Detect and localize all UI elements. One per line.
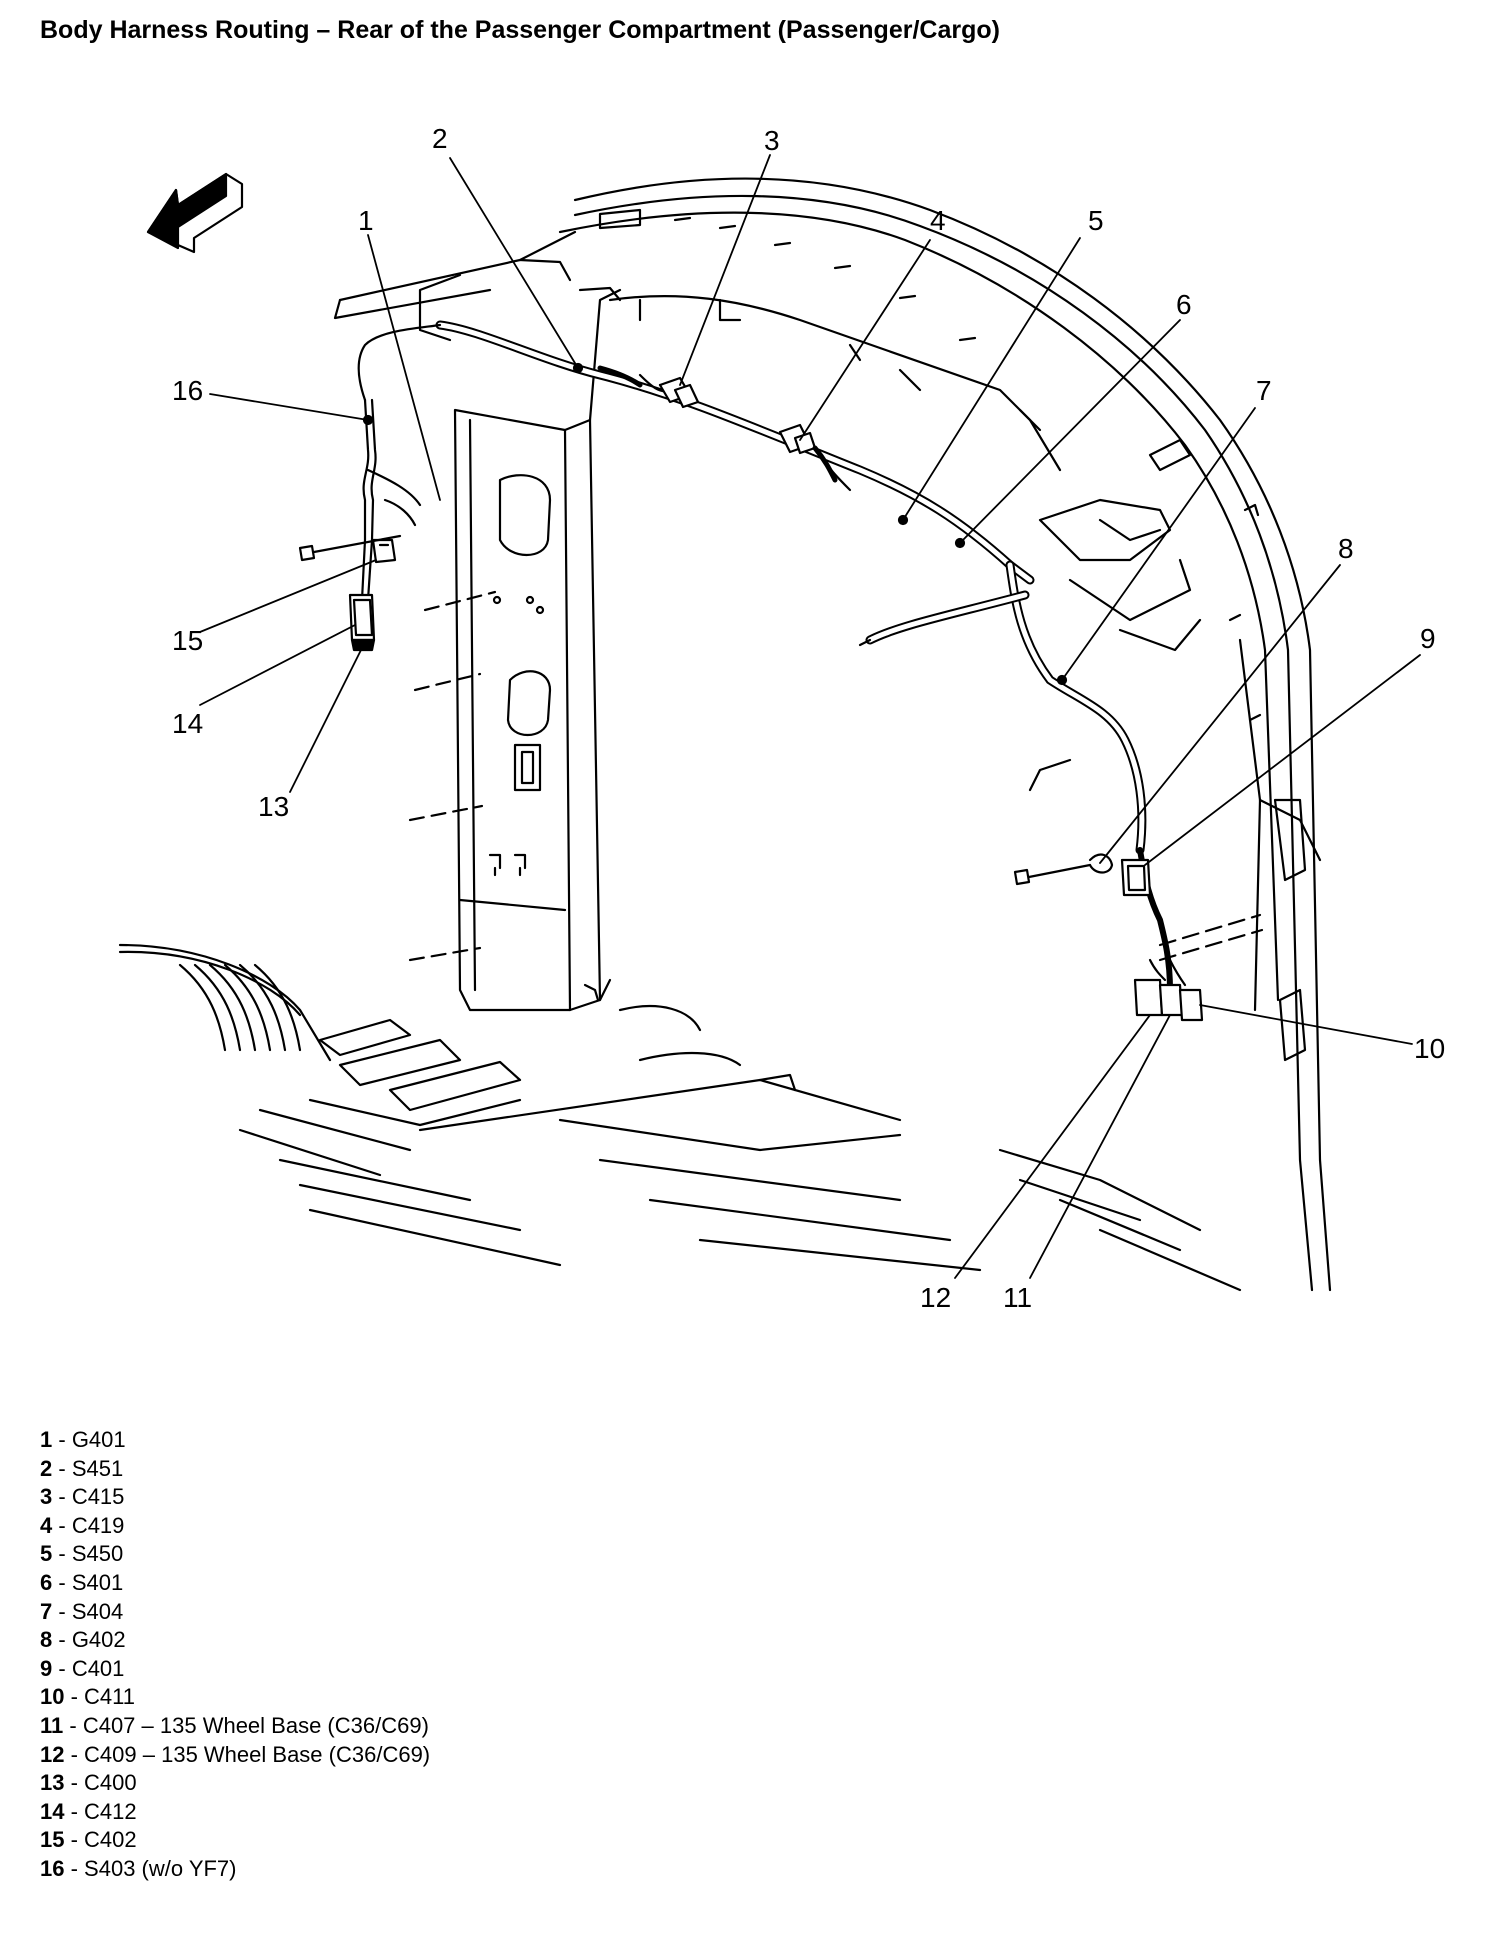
component-legend: 1 - G401 2 - S451 3 - C415 4 - C419 5 - … <box>40 1426 430 1884</box>
ground-g401-fastener <box>298 534 402 562</box>
connector-c401 <box>1120 858 1152 897</box>
callout-4: 4 <box>930 205 946 236</box>
harness-diagram: 1 2 3 4 5 6 7 8 9 10 11 12 13 14 15 16 <box>118 123 1445 1313</box>
callout-10: 10 <box>1414 1033 1445 1064</box>
right-pillar-panel <box>1028 638 1322 1062</box>
callout-16: 16 <box>172 375 203 406</box>
legend-item: 4 - C419 <box>40 1512 125 1538</box>
harness-diagram-svg: 1 2 3 4 5 6 7 8 9 10 11 12 13 14 15 16 <box>118 123 1445 1313</box>
legend-item: 14 - C412 <box>40 1798 137 1824</box>
callout-3: 3 <box>764 125 780 156</box>
callout-2: 2 <box>432 123 448 154</box>
legend-item: 9 - C401 <box>40 1655 125 1681</box>
legend-item: 6 - S401 <box>40 1569 124 1595</box>
leader-lines <box>199 154 1421 1279</box>
front-direction-arrow-icon <box>146 172 244 254</box>
cargo-floor <box>118 943 1242 1292</box>
callout-1: 1 <box>358 205 374 236</box>
legend-item: 7 - S404 <box>40 1598 124 1624</box>
roof-structure <box>558 177 1332 1292</box>
body-harness-roof-run <box>357 320 1173 993</box>
connector-c400-c412 <box>348 593 376 652</box>
connector-c411-c407-c409 <box>1133 958 1204 1022</box>
legend-item: 8 - G402 <box>40 1627 126 1653</box>
roof-header-panel <box>333 230 1202 652</box>
legend-item: 10 - C411 <box>40 1684 136 1710</box>
callout-13: 13 <box>258 791 289 822</box>
connector-c419 <box>778 423 838 483</box>
legend-item: 13 - C400 <box>40 1770 137 1796</box>
ground-g402-fastener <box>1013 853 1114 886</box>
legend-item: 1 - G401 <box>40 1427 126 1452</box>
legend-item: 5 - S450 <box>40 1541 124 1567</box>
callout-15: 15 <box>172 625 203 656</box>
connector-c402 <box>371 538 397 564</box>
connector-c415 <box>597 365 700 409</box>
page-title: Body Harness Routing – Rear of the Passe… <box>40 16 1000 44</box>
legend-item: 15 - C402 <box>40 1827 137 1853</box>
left-pillar-panel <box>408 288 622 1012</box>
callout-12: 12 <box>920 1282 951 1313</box>
legend-item: 11 - C407 – 135 Wheel Base (C36/C69) <box>40 1712 429 1738</box>
legend-item: 12 - C409 – 135 Wheel Base (C36/C69) <box>40 1741 431 1767</box>
callout-6: 6 <box>1176 289 1192 320</box>
legend-item: 16 - S403 (w/o YF7) <box>40 1855 237 1881</box>
callout-8: 8 <box>1338 533 1354 564</box>
body-harness-left-drop <box>360 398 422 602</box>
callout-14: 14 <box>172 708 203 739</box>
callout-9: 9 <box>1420 623 1436 654</box>
callout-5: 5 <box>1088 205 1104 236</box>
callout-11: 11 <box>1003 1282 1032 1313</box>
legend-item: 2 - S451 <box>40 1455 124 1481</box>
legend-item: 3 - C415 <box>40 1484 125 1510</box>
callout-7: 7 <box>1256 375 1272 406</box>
